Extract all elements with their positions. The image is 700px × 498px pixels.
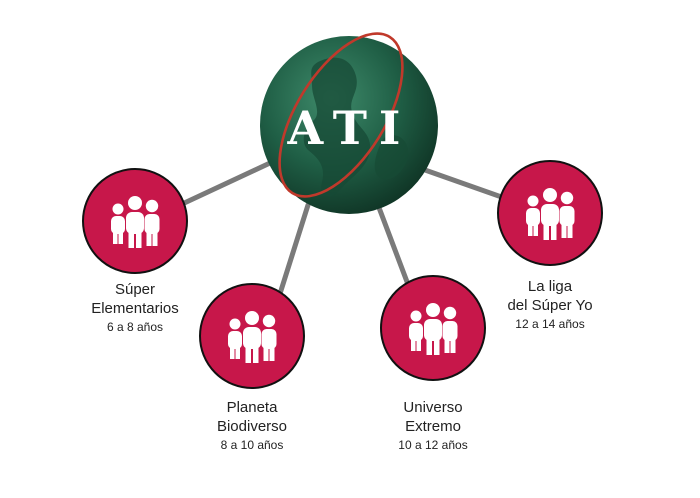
connector-super-elementarios <box>177 160 273 208</box>
group-age: 10 a 12 años <box>398 438 468 452</box>
group-age: 8 a 10 años <box>220 438 284 452</box>
group-name-line1: Planeta <box>226 399 278 416</box>
group-name-line2: del Súper Yo <box>507 297 593 314</box>
label-liga-super-yo: La liga del Súper Yo 12 a 14 años <box>490 277 610 333</box>
group-age: 12 a 14 años <box>515 317 585 331</box>
group-name-line2: Elementarios <box>91 300 179 317</box>
group-name-line2: Biodiverso <box>216 418 288 435</box>
node-liga-super-yo <box>497 160 603 266</box>
node-planeta-biodiverso <box>199 283 305 389</box>
connector-liga-super-yo <box>422 167 513 203</box>
connectors <box>177 160 513 303</box>
orbit-ring <box>278 32 404 198</box>
group-age: 6 a 8 años <box>106 320 164 334</box>
group-name-line1: Súper <box>114 281 156 298</box>
hub-title: ATI <box>287 101 413 155</box>
continent-shape-2 <box>374 135 409 180</box>
node-super-elementarios <box>82 168 188 274</box>
group-name-line1: Universo <box>403 399 463 416</box>
connector-planeta-biodiverso <box>275 202 311 303</box>
connector-universo-extremo <box>375 202 415 298</box>
ati-globe <box>260 32 438 214</box>
label-universo-extremo: Universo Extremo 10 a 12 años <box>373 398 493 454</box>
group-name-line1: La liga <box>527 278 573 295</box>
continent-shape <box>303 57 371 197</box>
node-universo-extremo <box>380 275 486 381</box>
label-planeta-biodiverso: Planeta Biodiverso 8 a 10 años <box>192 398 312 454</box>
group-name-line2: Extremo <box>405 418 461 435</box>
label-super-elementarios: Súper Elementarios 6 a 8 años <box>75 280 195 336</box>
